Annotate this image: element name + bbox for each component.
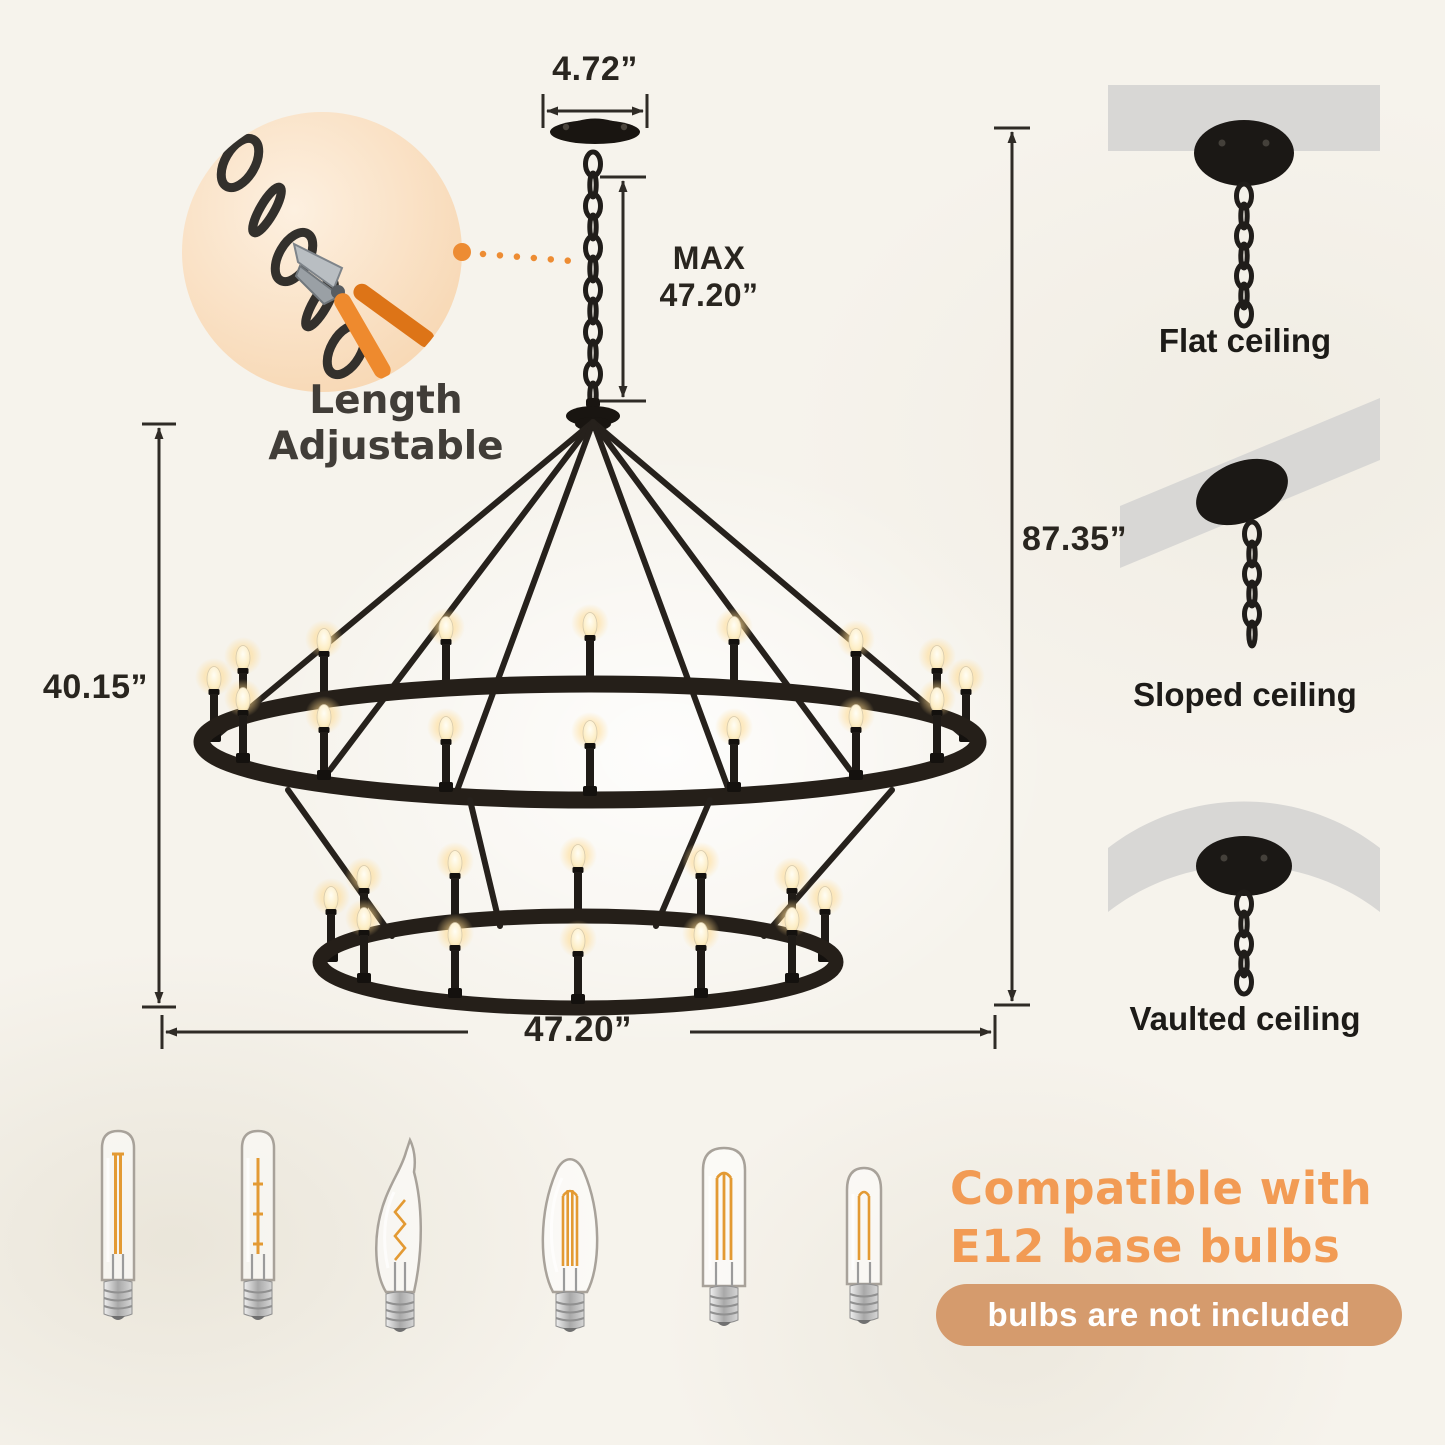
length-adjustable-line2: Adjustable: [268, 424, 504, 469]
upper-ring: [193, 675, 987, 809]
support-rods: [211, 419, 969, 791]
pointer-dotted-line: [479, 250, 576, 265]
flat-ceiling-illustration: [1108, 85, 1380, 326]
ceiling-canopy: [550, 118, 640, 144]
t8-tube-bulb-icon: [701, 1146, 747, 1327]
compatibility-headline: Compatible with E12 base bulbs: [950, 1160, 1372, 1276]
torpedo-candle-bulb-icon: [541, 1158, 599, 1333]
sloped-ceiling-label: Sloped ceiling: [1133, 676, 1357, 713]
vaulted-ceiling-label: Vaulted ceiling: [1129, 1000, 1361, 1037]
chandelier-illustration: [193, 118, 987, 1016]
vaulted-ceiling-illustration: [1108, 801, 1380, 995]
sloped-ceiling-illustration: [1120, 398, 1380, 646]
lower-ring: [312, 908, 844, 1016]
chain-length-dimension-label: MAX 47.20”: [634, 240, 784, 314]
pointer-dot: [453, 243, 471, 261]
length-adjustable-line1: Length: [309, 378, 463, 423]
compatibility-headline-line2: E12 base bulbs: [950, 1220, 1341, 1273]
total-height-dimension-label: 87.35”: [1022, 520, 1128, 558]
fixture-width-dimension-label: 47.20”: [523, 1010, 633, 1049]
compatibility-headline-line1: Compatible with: [950, 1162, 1373, 1215]
length-adjustable-inset: [182, 112, 576, 392]
hanging-chain-icon: [586, 152, 601, 407]
dimension-lines: [142, 94, 1030, 1049]
chain-max-value: 47.20”: [659, 277, 759, 313]
small-tube-bulb-icon: [845, 1166, 883, 1325]
fixture-height-dimension-label: 40.15”: [42, 668, 148, 706]
length-adjustable-caption: Length Adjustable: [226, 378, 546, 470]
t6-tube-bulb-icon: [240, 1129, 276, 1321]
chain-max-label: MAX: [672, 240, 746, 276]
bulbs-not-included-badge: bulbs are not included: [936, 1284, 1402, 1346]
flame-tip-bulb-icon: [375, 1136, 422, 1333]
flat-ceiling-label: Flat ceiling: [1158, 322, 1332, 359]
ceiling-mount-options: [1108, 85, 1380, 994]
bulb-gallery: [100, 1129, 883, 1333]
t6-tube-bulb-icon: [100, 1129, 136, 1321]
pliers-icon: [292, 242, 435, 379]
canopy-width-dimension-label: 4.72”: [552, 50, 638, 88]
